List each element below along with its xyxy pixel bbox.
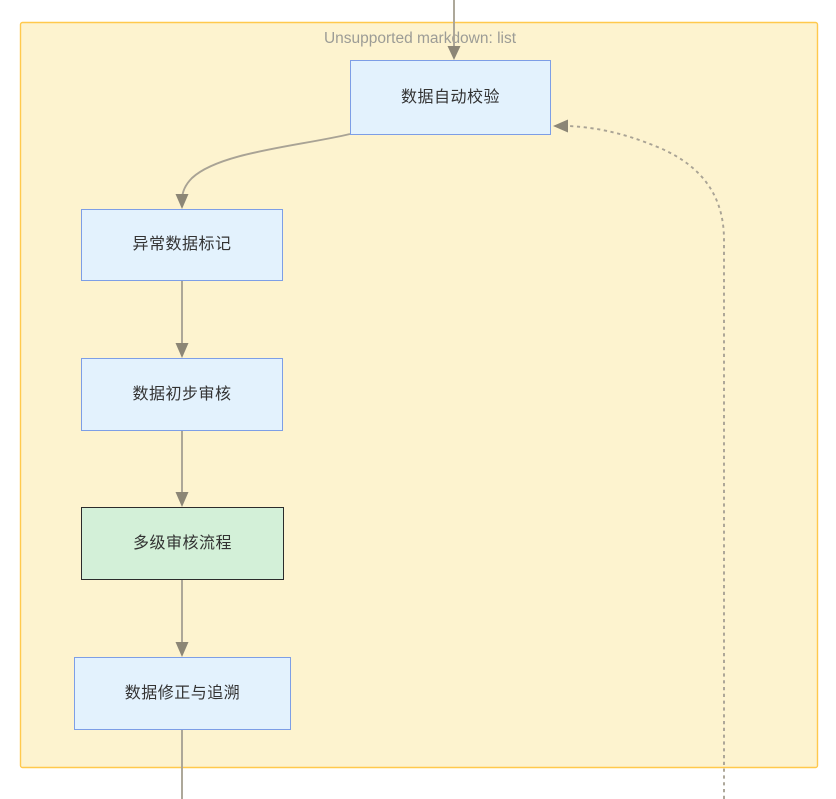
node-data-auto-validation[interactable]: 数据自动校验	[350, 60, 551, 135]
edge-arrowhead-n1-top	[447, 46, 461, 60]
subgraph-container	[19, 21, 819, 769]
edge-arrowhead-n1-right	[553, 119, 568, 133]
edge-arrowhead-n2-top	[175, 194, 189, 209]
edge-n1-to-n2	[181, 133, 351, 201]
edge-arrowhead-n4-top	[175, 492, 189, 507]
node-label: 多级审核流程	[132, 534, 232, 552]
edge-arrowhead-n5-top	[175, 642, 189, 657]
node-preliminary-data-review[interactable]: 数据初步审核	[81, 358, 283, 431]
node-multilevel-review-process[interactable]: 多级审核流程	[81, 507, 284, 580]
subgraph-title: Unsupported markdown: list	[324, 30, 517, 47]
edge-arrowhead-n3-top	[175, 343, 189, 358]
node-label: 数据初步审核	[132, 385, 232, 403]
node-abnormal-data-marking[interactable]: 异常数据标记	[81, 209, 283, 281]
node-data-correction-traceability[interactable]: 数据修正与追溯	[74, 657, 291, 730]
node-label: 数据修正与追溯	[124, 684, 241, 702]
node-label: 异常数据标记	[132, 236, 232, 254]
node-label: 数据自动校验	[400, 88, 500, 106]
